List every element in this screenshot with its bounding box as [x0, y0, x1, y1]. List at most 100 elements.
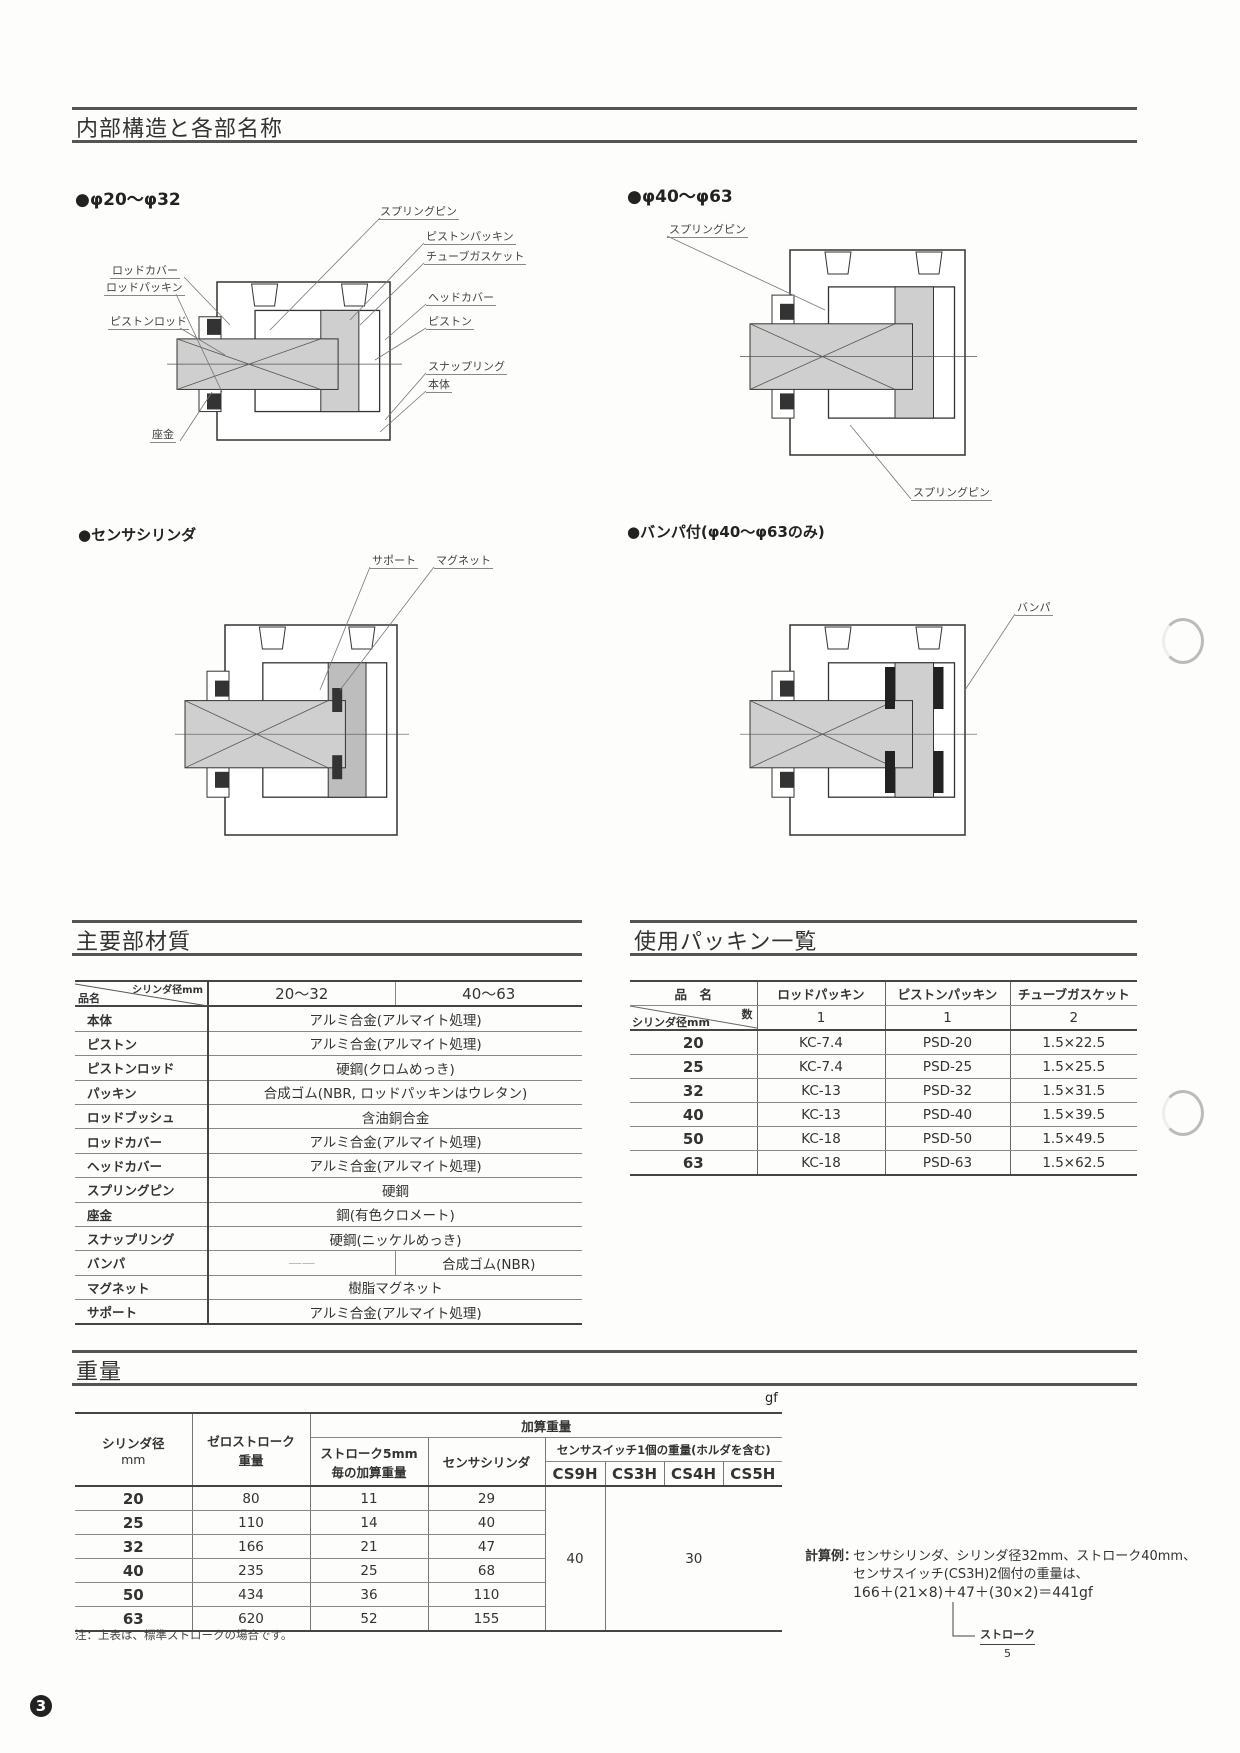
label-magnet: マグネット	[434, 554, 493, 569]
sensor-cylinder-cell: 40	[428, 1510, 546, 1535]
label-spring-pin-top: スプリングピン	[667, 223, 748, 238]
leader-line	[384, 372, 427, 421]
leader-line	[175, 293, 223, 393]
material-part-name: スナップリング	[75, 1226, 209, 1252]
fraction-numerator: ストローク	[980, 1626, 1035, 1645]
section-header-packings: 使用パッキン一覧	[630, 920, 1137, 956]
label-body: 本体	[426, 378, 452, 393]
weight-note: 注：上表は、標準ストロークの場合です。	[75, 1628, 293, 1642]
cylinder-diagrams	[167, 217, 1016, 836]
leader-line	[359, 262, 425, 326]
sensor-cylinder-cell: 155	[428, 1606, 546, 1632]
section-title: 重量	[76, 1360, 123, 1385]
table-row: マグネット樹脂マグネット	[75, 1275, 582, 1301]
material-part-name: ロッドカバー	[75, 1128, 209, 1154]
material-value: アルミ合金(アルマイト処理)	[208, 1299, 582, 1326]
leader-line	[179, 327, 226, 356]
diagram-title-d1: ●φ20～φ32	[75, 190, 181, 210]
diagram-sensor-cylinder	[175, 624, 409, 836]
material-part-name: バンパ	[75, 1250, 209, 1276]
header-item: 品 名	[630, 980, 758, 1006]
header-rod-packing: ロッドパッキン	[757, 980, 886, 1006]
material-value-40-63: 合成ゴム(NBR)	[394, 1250, 582, 1276]
header-cs5h: CS5H	[723, 1461, 783, 1487]
bore-cell: 40	[630, 1102, 758, 1127]
qty-cell: 1	[885, 1005, 1011, 1031]
label-support: サポート	[370, 554, 418, 569]
label-bumper: バンパ	[1015, 601, 1053, 616]
page-number-text: 3	[35, 1697, 47, 1715]
leader-line	[319, 566, 371, 691]
rod-packing-cell: KC-7.4	[757, 1030, 886, 1055]
material-value: 硬鋼	[208, 1177, 582, 1203]
rod-packing-cell: KC-13	[757, 1078, 886, 1103]
sensor-cylinder-cell: 68	[428, 1558, 546, 1583]
stroke-fraction: ストローク 5	[980, 1626, 1035, 1663]
rod-packing-cell: KC-18	[757, 1126, 886, 1151]
material-value: アルミ合金(アルマイト処理)	[208, 1006, 582, 1032]
leader-line	[964, 613, 1016, 691]
piston-packing-cell: PSD-20	[885, 1030, 1011, 1055]
bore-cell: 25	[630, 1054, 758, 1079]
bore-cell: 63	[630, 1150, 758, 1176]
table-row: ピストンロッド硬鋼(クロムめっき)	[75, 1055, 582, 1081]
calc-line-1: センサシリンダ、シリンダ径32mm、ストローク40mm、	[853, 1549, 1197, 1564]
diagram-title-d4: ●バンパ付(φ40～φ63のみ)	[627, 523, 825, 541]
leader-line	[269, 217, 381, 331]
stroke-leader-line	[952, 1602, 975, 1637]
diagram-phi20-32	[167, 281, 402, 441]
per-5mm-cell: 36	[310, 1582, 429, 1607]
material-part-name: パッキン	[75, 1080, 209, 1105]
col-20-32: 20～32	[208, 979, 395, 1008]
qty-cell: 2	[1010, 1005, 1137, 1031]
piston-packing-cell: PSD-40	[885, 1102, 1011, 1127]
calc-example: 計算例： センサシリンダ、シリンダ径32mm、ストローク40mm、 センサスイッ…	[805, 1548, 1197, 1660]
table-row: スプリングピン硬鋼	[75, 1177, 582, 1203]
leader-line	[379, 390, 427, 433]
material-value: 鋼(有色クロメート)	[208, 1202, 582, 1227]
tube-gasket-cell: 1.5×25.5	[1010, 1054, 1137, 1079]
tube-gasket-cell: 1.5×39.5	[1010, 1102, 1137, 1127]
material-part-name: サポート	[75, 1299, 209, 1326]
header-per-5mm: ストローク5mm毎の加算重量	[310, 1437, 429, 1487]
material-value: アルミ合金(アルマイト処理)	[208, 1153, 582, 1179]
material-value: アルミ合金(アルマイト処理)	[208, 1128, 582, 1154]
zero-stroke-cell: 235	[192, 1558, 311, 1583]
label-tube-gasket: チューブガスケット	[424, 250, 527, 265]
cs3h-cs5h-weight: 30	[605, 1486, 783, 1632]
header-row-2: ストローク5mm毎の加算重量 センサシリンダ センサスイッチ1個の重量(ホルダを…	[75, 1437, 783, 1487]
sensor-cylinder-cell: 110	[428, 1582, 546, 1607]
table-row: パッキン合成ゴム(NBR, ロッドパッキンはウレタン)	[75, 1080, 582, 1105]
table-row: 本体アルミ合金(アルマイト処理)	[75, 1006, 582, 1032]
qty-cell: 1	[757, 1005, 886, 1031]
header-piston-packing: ピストンパッキン	[885, 980, 1011, 1006]
packings-table: 品 名 ロッドパッキン ピストンパッキン チューブガスケット 数 シリンダ径mm…	[630, 980, 1137, 1176]
binder-hole-2	[1162, 1090, 1204, 1136]
piston-packing-cell: PSD-32	[885, 1078, 1011, 1103]
leader-line	[183, 276, 231, 326]
header-zero-stroke: ゼロストローク重量	[192, 1412, 311, 1487]
bore-cell: 32	[630, 1078, 758, 1103]
tube-gasket-cell: 1.5×22.5	[1010, 1030, 1137, 1055]
corner-top: シリンダ径mm	[132, 985, 203, 996]
table-row: ロッドブッシュ含油銅合金	[75, 1104, 582, 1130]
material-value: アルミ合金(アルマイト処理)	[208, 1031, 582, 1057]
leader-line	[179, 391, 213, 442]
corner-cell: 数 シリンダ径mm	[630, 1005, 758, 1031]
piston-packing-cell: PSD-25	[885, 1054, 1011, 1079]
sensor-cylinder-cell: 29	[428, 1486, 546, 1511]
material-part-name: ヘッドカバー	[75, 1153, 209, 1179]
piston-packing-cell: PSD-63	[885, 1150, 1011, 1176]
leader-line	[349, 242, 425, 321]
bore-cell: 25	[75, 1510, 193, 1535]
label-rod-packing: ロッドパッキン	[104, 281, 185, 296]
diagram-title-d3: ●センサシリンダ	[78, 526, 197, 544]
